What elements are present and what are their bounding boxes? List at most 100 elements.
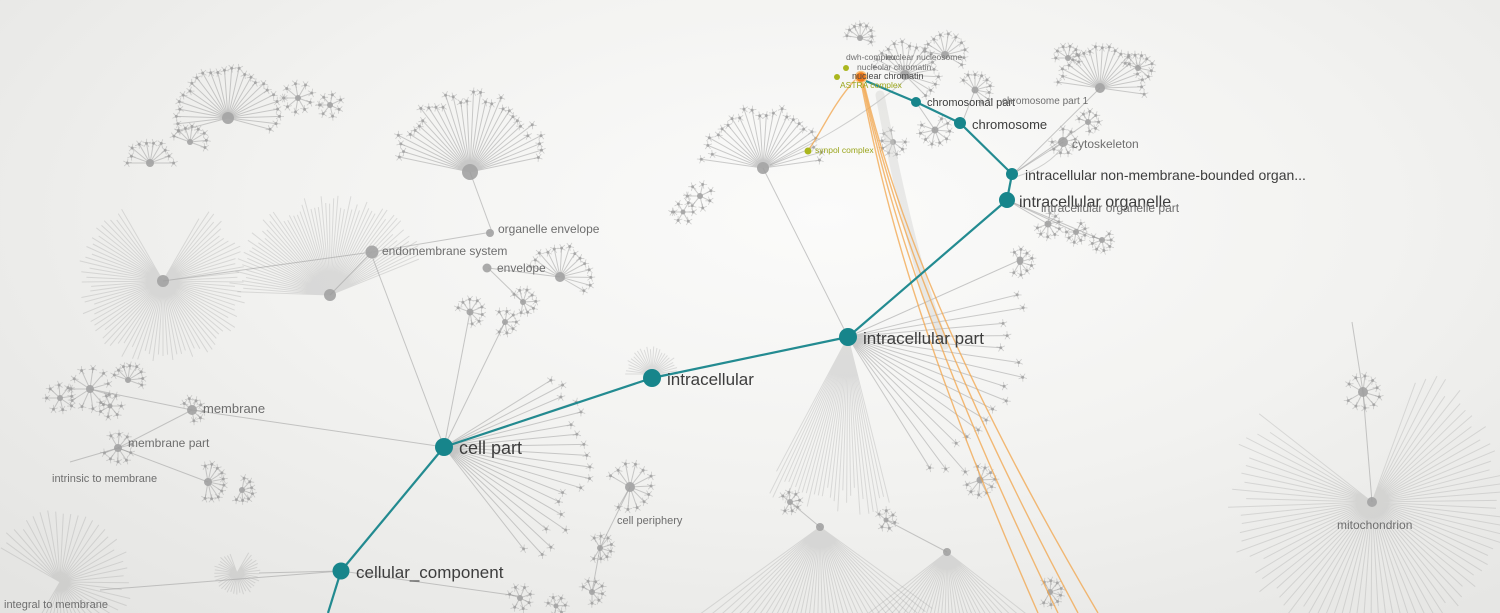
graph-node-chromosome[interactable] [954, 117, 966, 129]
fan-cluster [778, 487, 804, 516]
fan-tip-bursts [915, 114, 955, 149]
graph-edge [762, 167, 849, 338]
fan-hub-node[interactable] [146, 159, 154, 167]
graph-node-intracellular_part[interactable] [839, 328, 857, 346]
graph-node[interactable] [486, 229, 494, 237]
graph-node[interactable] [365, 245, 379, 259]
highlight-edge [443, 376, 653, 449]
fan-hub-node[interactable] [697, 193, 703, 199]
lime-term-node[interactable] [834, 74, 840, 80]
fan-hub-node[interactable] [517, 595, 523, 601]
fan-spokes [881, 130, 906, 155]
highlight-edge [340, 446, 445, 572]
highlight-edge [959, 122, 1013, 175]
gray-edges [69, 79, 1373, 597]
fan-tip-bursts [1088, 229, 1116, 255]
fan-hub-node[interactable] [295, 95, 301, 101]
fan-cluster [505, 583, 535, 613]
graph-node-chromosomal_part[interactable] [911, 97, 921, 107]
fan-tip-dots [112, 364, 145, 387]
graph-node-intracellular[interactable] [643, 369, 661, 387]
highlight-path [326, 79, 1014, 613]
graph-edge [1006, 199, 1103, 241]
graph-node-non_membrane_org[interactable] [1006, 168, 1018, 180]
fan-cluster [393, 87, 546, 180]
fan-tip-dots [1054, 44, 1081, 64]
fan-cluster [1074, 107, 1103, 136]
fan-cluster [1227, 375, 1500, 613]
fan-tip-bursts [1062, 219, 1090, 247]
orange-edge [860, 81, 1039, 613]
graph-edge-curve [1011, 145, 1064, 179]
graph-node[interactable] [1016, 256, 1024, 264]
fan-hub-node[interactable] [125, 377, 131, 383]
fan-hub-node[interactable] [222, 112, 234, 124]
fan-cluster [279, 79, 317, 117]
fan-hub-node[interactable] [941, 51, 949, 59]
fan-hub-node[interactable] [57, 395, 63, 401]
fan-spokes [700, 526, 933, 613]
lime-term-node[interactable] [843, 65, 849, 71]
graph-node[interactable] [482, 263, 492, 273]
graph-node-cellular_component[interactable] [332, 562, 350, 580]
fan-spokes [846, 24, 872, 43]
fan-cluster [509, 285, 541, 318]
fan-tip-bursts [668, 198, 697, 226]
fan-tip-bursts [200, 460, 228, 503]
fan-hub-node[interactable] [900, 70, 910, 80]
fan-cluster [543, 593, 570, 613]
term-label: envelope [497, 261, 546, 275]
fan-tip-bursts [172, 63, 285, 136]
fan-hub-node[interactable] [890, 139, 896, 145]
fan-hub-node[interactable] [1135, 65, 1141, 71]
fan-spokes [924, 33, 966, 66]
graph-edge [1362, 391, 1373, 503]
lime-term-node[interactable] [804, 147, 812, 155]
fan-tip-bursts [169, 122, 211, 152]
term-label: membrane part [128, 436, 210, 450]
fan-tip-bursts [279, 79, 317, 117]
fan-cluster [42, 380, 76, 415]
fan-spokes [701, 108, 822, 169]
fan-tip-bursts [99, 429, 136, 466]
graph-node-cell_part[interactable] [435, 438, 453, 456]
fan-hub-node[interactable] [107, 403, 113, 409]
fan-spokes [214, 552, 261, 595]
graph-edge [1012, 87, 1101, 175]
term-label: mitochondrion [1337, 518, 1412, 532]
fan-hub-node[interactable] [327, 102, 333, 108]
fan-tip-dots [699, 107, 824, 162]
fan-spokes [1124, 54, 1153, 77]
fan-hub-node[interactable] [239, 487, 245, 493]
selected-term-node[interactable] [854, 70, 868, 84]
tiny-term-label: synpol complex [815, 145, 874, 155]
graph-edge [329, 251, 373, 296]
graph-edge-curve [769, 79, 906, 166]
fan-spokes [1055, 46, 1079, 63]
graph-node-intracellular_organelle[interactable] [999, 192, 1015, 208]
fan-spokes [1013, 249, 1033, 275]
fan-spokes [235, 478, 253, 501]
fan-spokes [920, 118, 950, 145]
fan-tip-dots [1123, 53, 1154, 79]
fan-spokes [114, 365, 143, 386]
fan-spokes [1037, 213, 1060, 237]
fan-hub-node[interactable] [680, 209, 686, 215]
fan-hub-node[interactable] [857, 35, 863, 41]
fan-tip-dots [1064, 222, 1087, 244]
fan-spokes [176, 68, 280, 132]
fan-hub-node[interactable] [1065, 55, 1071, 61]
fan-cluster [1088, 229, 1116, 255]
node-label-intracellular_part: intracellular part [863, 329, 984, 348]
fan-hub-node[interactable] [187, 139, 193, 145]
tiny-term-label: nuclear chromatin [852, 71, 924, 81]
fan-tip-bursts [682, 180, 716, 212]
fan-tip-dots [172, 124, 208, 149]
fan-hub-node[interactable] [553, 603, 559, 609]
graph-edge [162, 251, 373, 282]
fan-tip-bursts [123, 138, 178, 168]
node-label-cellular_component: cellular_component [356, 563, 504, 582]
fan-cluster [578, 576, 607, 608]
fan-tip-dots [845, 23, 874, 44]
fan-spokes [46, 384, 72, 410]
